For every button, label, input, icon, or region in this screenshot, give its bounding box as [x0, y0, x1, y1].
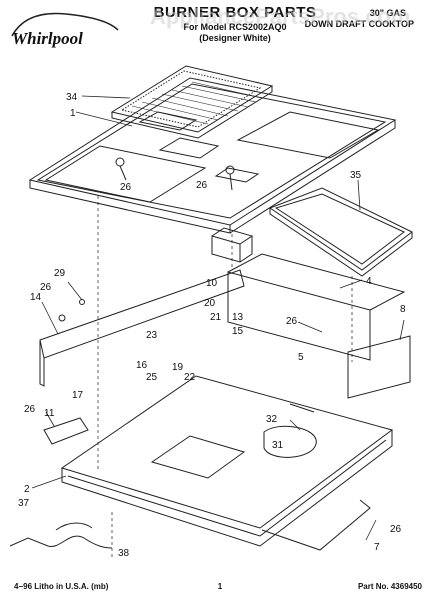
callout-17: 17: [72, 390, 84, 401]
footer-part-number: Part No. 4369450: [357, 582, 422, 591]
callout-35: 35: [350, 170, 362, 181]
callout-13: 13: [232, 312, 244, 323]
callout-4: 4: [366, 276, 372, 287]
side-panel: [347, 335, 411, 399]
callout-15: 15: [232, 326, 244, 337]
model-line: For Model RCS2002AQ0: [183, 22, 287, 32]
callout-14: 14: [30, 292, 42, 303]
callout-26-a: 26: [120, 182, 132, 193]
callout-37: 37: [18, 498, 30, 509]
callout-11: 11: [44, 408, 55, 419]
filter-tray: [268, 187, 413, 277]
brand-logo: Whirlpool: [6, 6, 126, 50]
spec-line-1: 30" GAS: [369, 8, 406, 18]
watermark: AppliancePartsPros.com: [150, 4, 410, 29]
page-title: BURNER BOX PARTS: [153, 4, 317, 21]
callout-10: 10: [206, 278, 218, 289]
callout-22: 22: [184, 372, 196, 383]
callout-25: 25: [146, 372, 158, 383]
rear-panel: [227, 253, 406, 361]
callout-29: 29: [54, 268, 66, 279]
left-bracket: [39, 269, 245, 387]
brand-name: Whirlpool: [12, 29, 83, 48]
callout-26-d: 26: [286, 316, 298, 327]
callout-26-c: 26: [40, 282, 52, 293]
top-screws: [115, 157, 235, 191]
callout-20: 20: [204, 298, 216, 309]
callout-1: 1: [70, 108, 76, 119]
callout-7: 7: [374, 542, 380, 553]
callout-16: 16: [136, 360, 148, 371]
footer-page-number: 1: [217, 582, 223, 591]
callout-23: 23: [146, 330, 158, 341]
callout-labels: 34 1 26 26 35 10 4 29 26 14 20 23 21 13 …: [18, 92, 406, 559]
alignment-lines: [97, 196, 353, 560]
callout-2: 2: [24, 484, 30, 495]
callout-31: 31: [272, 440, 284, 451]
power-cord: [9, 522, 113, 549]
callout-34: 34: [66, 92, 78, 103]
footer-litho: 4−96 Litho in U.S.A. (mb): [14, 582, 109, 591]
bottom-cover: [261, 499, 371, 551]
cooktop-frame: [28, 77, 397, 234]
variant-line: (Designer White): [199, 33, 271, 43]
callout-26-f: 26: [390, 524, 402, 535]
callout-5: 5: [298, 352, 304, 363]
callout-26-e: 26: [24, 404, 36, 415]
callout-38: 38: [118, 548, 130, 559]
callout-21: 21: [210, 312, 222, 323]
callout-26-b: 26: [196, 180, 208, 191]
spec-line-2: DOWN DRAFT COOKTOP: [304, 19, 414, 29]
small-cover-11: [43, 417, 89, 445]
callout-8: 8: [400, 304, 406, 315]
callout-19: 19: [172, 362, 184, 373]
duct-part-10: [211, 227, 254, 263]
leader-lines: [31, 95, 405, 541]
callout-32: 32: [266, 414, 278, 425]
burner-box: [60, 375, 394, 547]
downdraft-grille: [110, 65, 274, 139]
